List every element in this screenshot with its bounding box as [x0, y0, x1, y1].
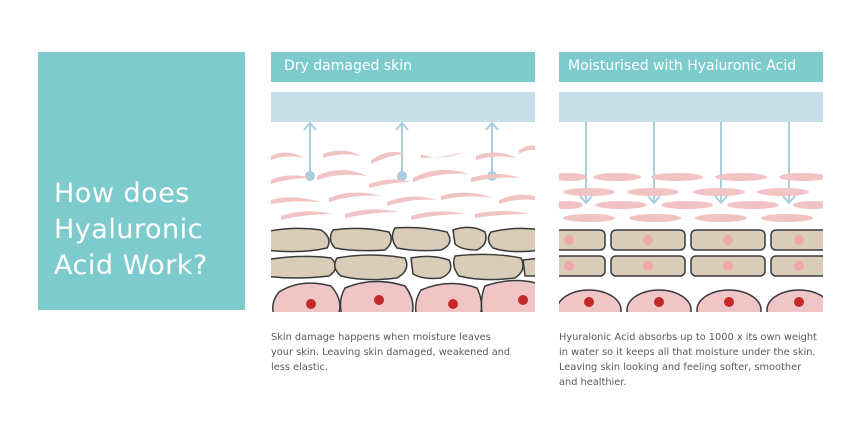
moist-tan-dots	[564, 235, 804, 271]
moisture-up-arrow	[395, 121, 409, 181]
moisturised-skin-panel: Moisturised with Hyaluronic Acid	[559, 52, 823, 312]
dry-skin-header: Dry damaged skin	[271, 52, 535, 82]
main-title: How does Hyaluronic Acid Work?	[54, 178, 208, 281]
moisture-up-arrow	[485, 121, 499, 181]
moisturised-skin-header: Moisturised with Hyaluronic Acid	[559, 52, 823, 82]
dry-skin-panel: Dry damaged skin	[271, 52, 535, 312]
moist-pink-cells	[559, 289, 823, 312]
surface-band	[559, 92, 823, 122]
dry-skin-caption: Skin damage happens when moisture leaves…	[271, 332, 511, 373]
title-block: How does Hyaluronic Acid Work?	[38, 52, 245, 310]
moisturised-skin-caption: Hyuralonic Acid absorbs up to 1000 x its…	[559, 332, 817, 388]
dry-flakes	[271, 145, 535, 220]
moisturised-skin-illustration	[559, 92, 823, 312]
dry-skin-title: Dry damaged skin	[284, 58, 412, 74]
dry-skin-illustration	[271, 92, 535, 312]
dry-tan-cells-row1	[271, 226, 535, 253]
moist-tan-cells-row1	[559, 229, 823, 251]
moisture-up-arrow	[303, 121, 317, 181]
smooth-flakes	[559, 173, 823, 222]
dry-tan-cells-row2	[271, 253, 535, 281]
surface-band	[271, 92, 535, 122]
moist-tan-cells-row2	[559, 255, 823, 277]
moisturised-skin-title: Moisturised with Hyaluronic Acid	[568, 58, 797, 74]
dry-nuclei	[306, 295, 528, 309]
moist-nuclei	[584, 297, 804, 307]
